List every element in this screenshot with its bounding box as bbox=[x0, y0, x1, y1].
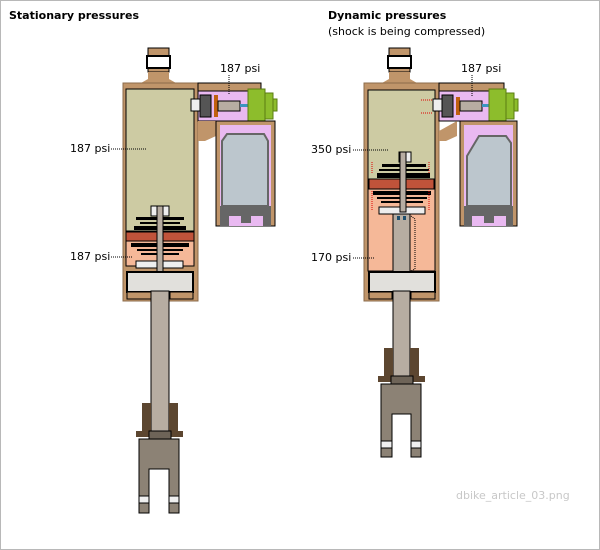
valve-shim bbox=[214, 95, 218, 117]
right-subtitle: (shock is being compressed) bbox=[328, 25, 485, 38]
adjuster-knob[interactable] bbox=[247, 88, 266, 124]
left-title: Stationary pressures bbox=[9, 9, 139, 22]
stationary-shock: 187 psi 187 psi 187 psi bbox=[70, 47, 278, 514]
dynamic-shock: 187 psi 350 psi 170 psi bbox=[311, 47, 519, 458]
reservoir-cap bbox=[220, 206, 271, 226]
shaft bbox=[392, 290, 411, 382]
seal-head bbox=[126, 271, 194, 293]
watermark: dbike_article_03.png bbox=[456, 489, 570, 502]
left-lower-pressure: 187 psi bbox=[70, 250, 110, 263]
bladder bbox=[466, 135, 512, 207]
seal-head bbox=[368, 271, 436, 293]
right-upper-pressure: 350 psi bbox=[311, 143, 351, 156]
top-bushing bbox=[387, 55, 412, 69]
bottom-eyelet bbox=[138, 438, 180, 514]
right-title: Dynamic pressures bbox=[328, 9, 447, 22]
adjuster-knob[interactable] bbox=[488, 88, 507, 124]
bottom-eyelet bbox=[380, 383, 422, 458]
shaft bbox=[150, 290, 170, 438]
top-bushing bbox=[146, 55, 171, 69]
neck bbox=[141, 72, 176, 83]
left-reservoir-pressure: 187 psi bbox=[220, 62, 260, 75]
right-reservoir-pressure: 187 psi bbox=[461, 62, 501, 75]
right-lower-pressure: 170 psi bbox=[311, 251, 351, 264]
bladder bbox=[221, 133, 269, 207]
left-upper-pressure: 187 psi bbox=[70, 142, 110, 155]
